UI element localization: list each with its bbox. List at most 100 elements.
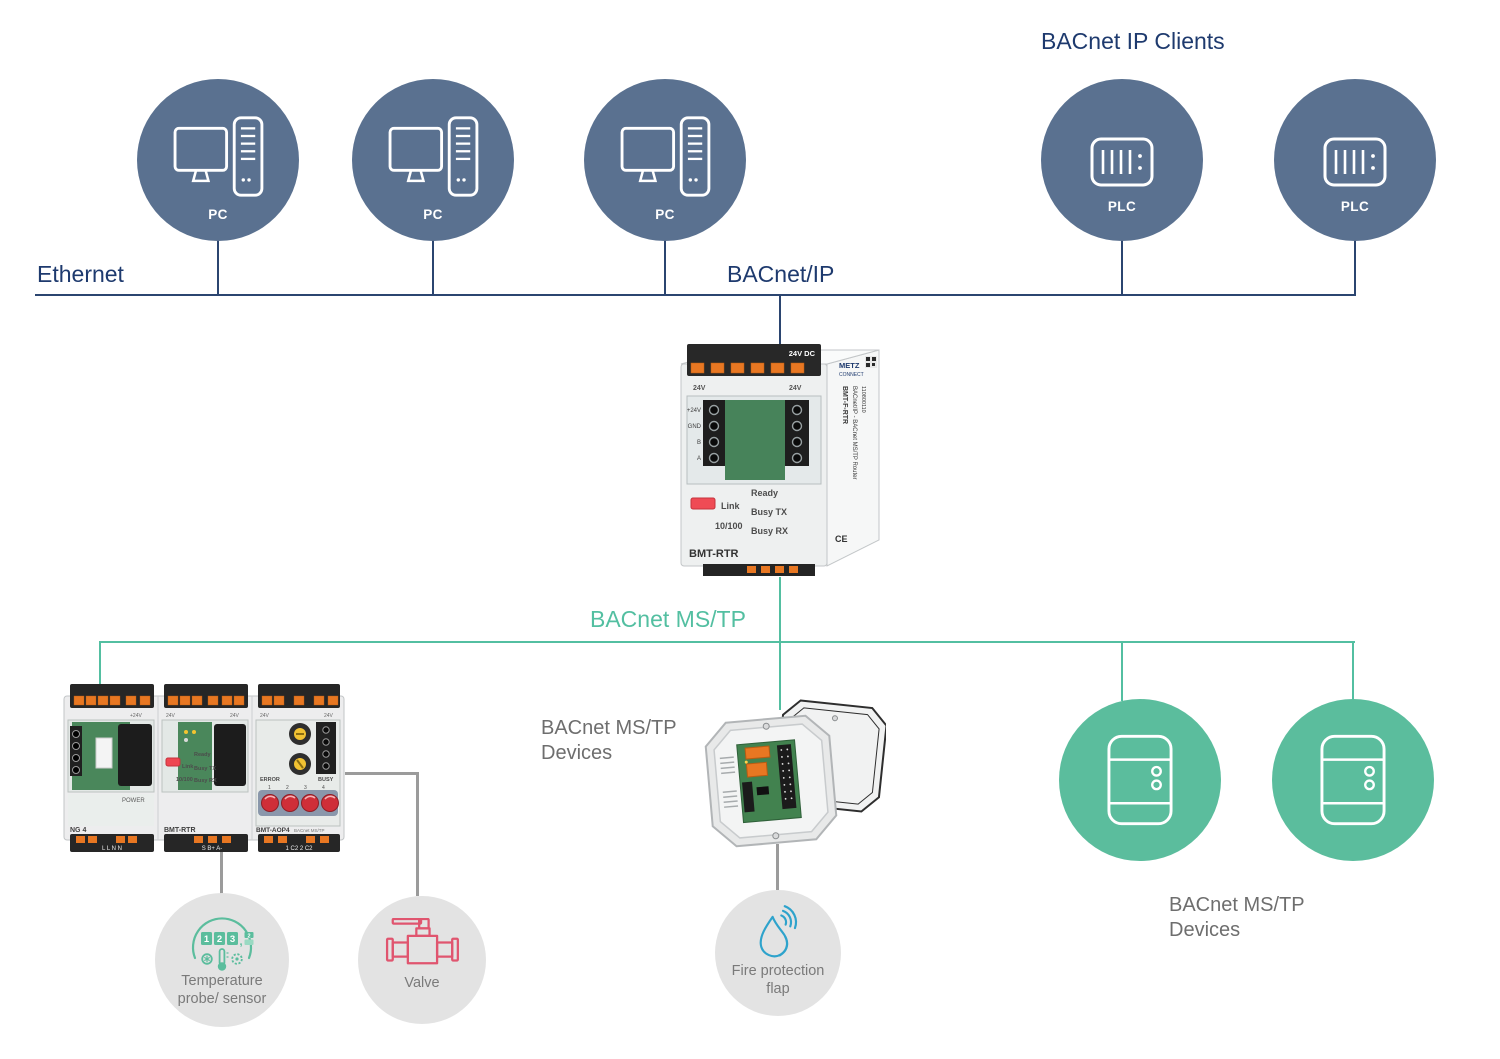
bacnet-mstp-label: BACnet MS/TP [590, 606, 746, 632]
router-ce-mark: CE [835, 534, 848, 544]
fire-flap-caption: Fire protection flap [732, 962, 825, 998]
node-plc-1: PLC [1041, 79, 1203, 241]
plc2-drop-line [1354, 240, 1356, 295]
asm-m1-name: NG 4 [70, 827, 86, 834]
asm-m2-busytx: Busy TX [194, 766, 216, 772]
router-led [690, 497, 716, 510]
router-pin1: +24V [687, 408, 701, 414]
bmt-rtr-router-device: 24V DC 24V 24V +24V GND B A [680, 344, 880, 576]
pc1-drop-line [217, 240, 219, 294]
temperature-caption: Temperature probe/ sensor [178, 972, 267, 1008]
asm-m3-error: ERROR [260, 777, 280, 783]
node-pc-1: PC [137, 79, 299, 241]
room-controller-icon [1320, 734, 1386, 826]
temp-digit-3: 3 [230, 934, 235, 945]
bacnet-ip-clients-title: BACnet IP Clients [1041, 28, 1225, 54]
caption-line2: Devices [1169, 919, 1241, 941]
router-pin2: GND [688, 424, 702, 430]
pc-icon [620, 116, 711, 197]
node-fire-flap: Fire protection flap [715, 890, 841, 1016]
asm-m3-n4: 4 [322, 785, 325, 791]
valve-icon [385, 918, 459, 965]
fire-flap-icon [759, 905, 798, 958]
asm-m2-link: Link [182, 764, 194, 770]
node-plc-2: PLC [1274, 79, 1436, 241]
asm-m3-sub: BACnet MS/TP [294, 828, 325, 833]
caption-line1: BACnet MS/TP [541, 717, 677, 739]
fire-caption-line1: Fire protection [731, 963, 825, 979]
temp-sensor-line [220, 851, 223, 894]
asm-power-label: POWER [122, 798, 145, 804]
asm-m2-name: BMT-RTR [164, 827, 196, 834]
asm-m3-24v-l: 24V [260, 713, 270, 719]
din-assembly-device: +24V 24V 24V 24V 24V POWER NG 4 Ready Li… [63, 684, 345, 852]
plc-icon [1323, 137, 1387, 187]
router-uplink-line [779, 296, 781, 346]
mstp-drop-device1 [1121, 643, 1123, 701]
pc-icon [173, 116, 264, 197]
pc-icon [388, 116, 479, 197]
asm-m3-name: BMT-AOP4 [256, 827, 290, 834]
temp-digit-1: 1 [204, 934, 210, 945]
router-ready-label: Ready [751, 488, 778, 498]
temp-comma: , [239, 936, 242, 948]
asm-m2-busyrx: Busy RX [194, 778, 217, 784]
valve-line-horizontal [345, 772, 419, 775]
asm-m3-busy: BUSY [318, 777, 334, 783]
caption-line1: BACnet MS/TP [1169, 894, 1305, 916]
router-link-label: Link [721, 501, 740, 511]
router-terminal-label: 24V DC [789, 349, 816, 358]
plc1-drop-line [1121, 240, 1123, 294]
mstp-bus-line [99, 641, 1355, 643]
plc-icon [1090, 137, 1154, 187]
temp-digit-2: 2 [217, 934, 222, 945]
temperature-caption-line2: probe/ sensor [177, 991, 267, 1007]
pc-label: PC [423, 207, 443, 222]
fire-flap-line [776, 844, 779, 890]
asm-m3-24v-r: 24V [324, 713, 334, 719]
router-pin3: B [697, 440, 701, 446]
mstp-devices-caption-right: BACnet MS/TP Devices [1169, 893, 1305, 943]
router-busyrx-label: Busy RX [751, 526, 788, 536]
room-controller-icon [1107, 734, 1173, 826]
asm-m1-bottom-terminals: L L N N [102, 846, 122, 852]
asm-m1-24v: +24V [130, 713, 142, 719]
mstp-drop-device2 [1352, 643, 1354, 701]
pc3-drop-line [664, 240, 666, 294]
mstp-drop-assembly [99, 643, 101, 688]
bacnet-ip-label: BACnet/IP [727, 261, 835, 287]
asm-m3-n1: 1 [268, 785, 271, 791]
asm-m2-speed: 10/100 [176, 777, 193, 783]
router-busytx-label: Busy TX [751, 507, 787, 517]
caption-line2: Devices [541, 742, 613, 764]
asm-m3-n2: 2 [286, 785, 289, 791]
node-pc-3: PC [584, 79, 746, 241]
router-24v-right: 24V [789, 385, 802, 392]
router-brand2: CONNECT [839, 372, 864, 378]
node-mstp-device-2 [1272, 699, 1434, 861]
qr-code [865, 356, 877, 368]
router-pin4: A [697, 456, 701, 462]
plc-label: PLC [1107, 199, 1137, 214]
asm-led [165, 757, 181, 767]
valve-caption: Valve [404, 975, 440, 991]
asm-m2-24v-r: 24V [230, 713, 240, 719]
router-24v-left: 24V [693, 385, 706, 392]
mstp-router-downlink [779, 577, 781, 710]
temp-digit-4: 2 [247, 933, 250, 939]
pc-label: PC [655, 207, 675, 222]
pc-label: PC [208, 207, 228, 222]
node-valve: Valve [358, 896, 486, 1024]
asm-m3-bottom-terminals: 1 C2 2 C2 [285, 846, 313, 852]
router-speed-label: 10/100 [715, 521, 743, 531]
pc2-drop-line [432, 240, 434, 294]
temperature-probe-icon: 1 2 3 , 2 [191, 917, 254, 971]
ethernet-bus-line [35, 294, 1356, 296]
valve-line-vertical [416, 772, 419, 896]
temperature-caption-line1: Temperature [181, 973, 263, 989]
node-temperature-sensor: 1 2 3 , 2 Temperature [155, 893, 289, 1027]
router-model-label: BMT-RTR [689, 548, 739, 560]
asm-m3-n3: 3 [304, 785, 307, 791]
ethernet-label: Ethernet [37, 261, 124, 287]
